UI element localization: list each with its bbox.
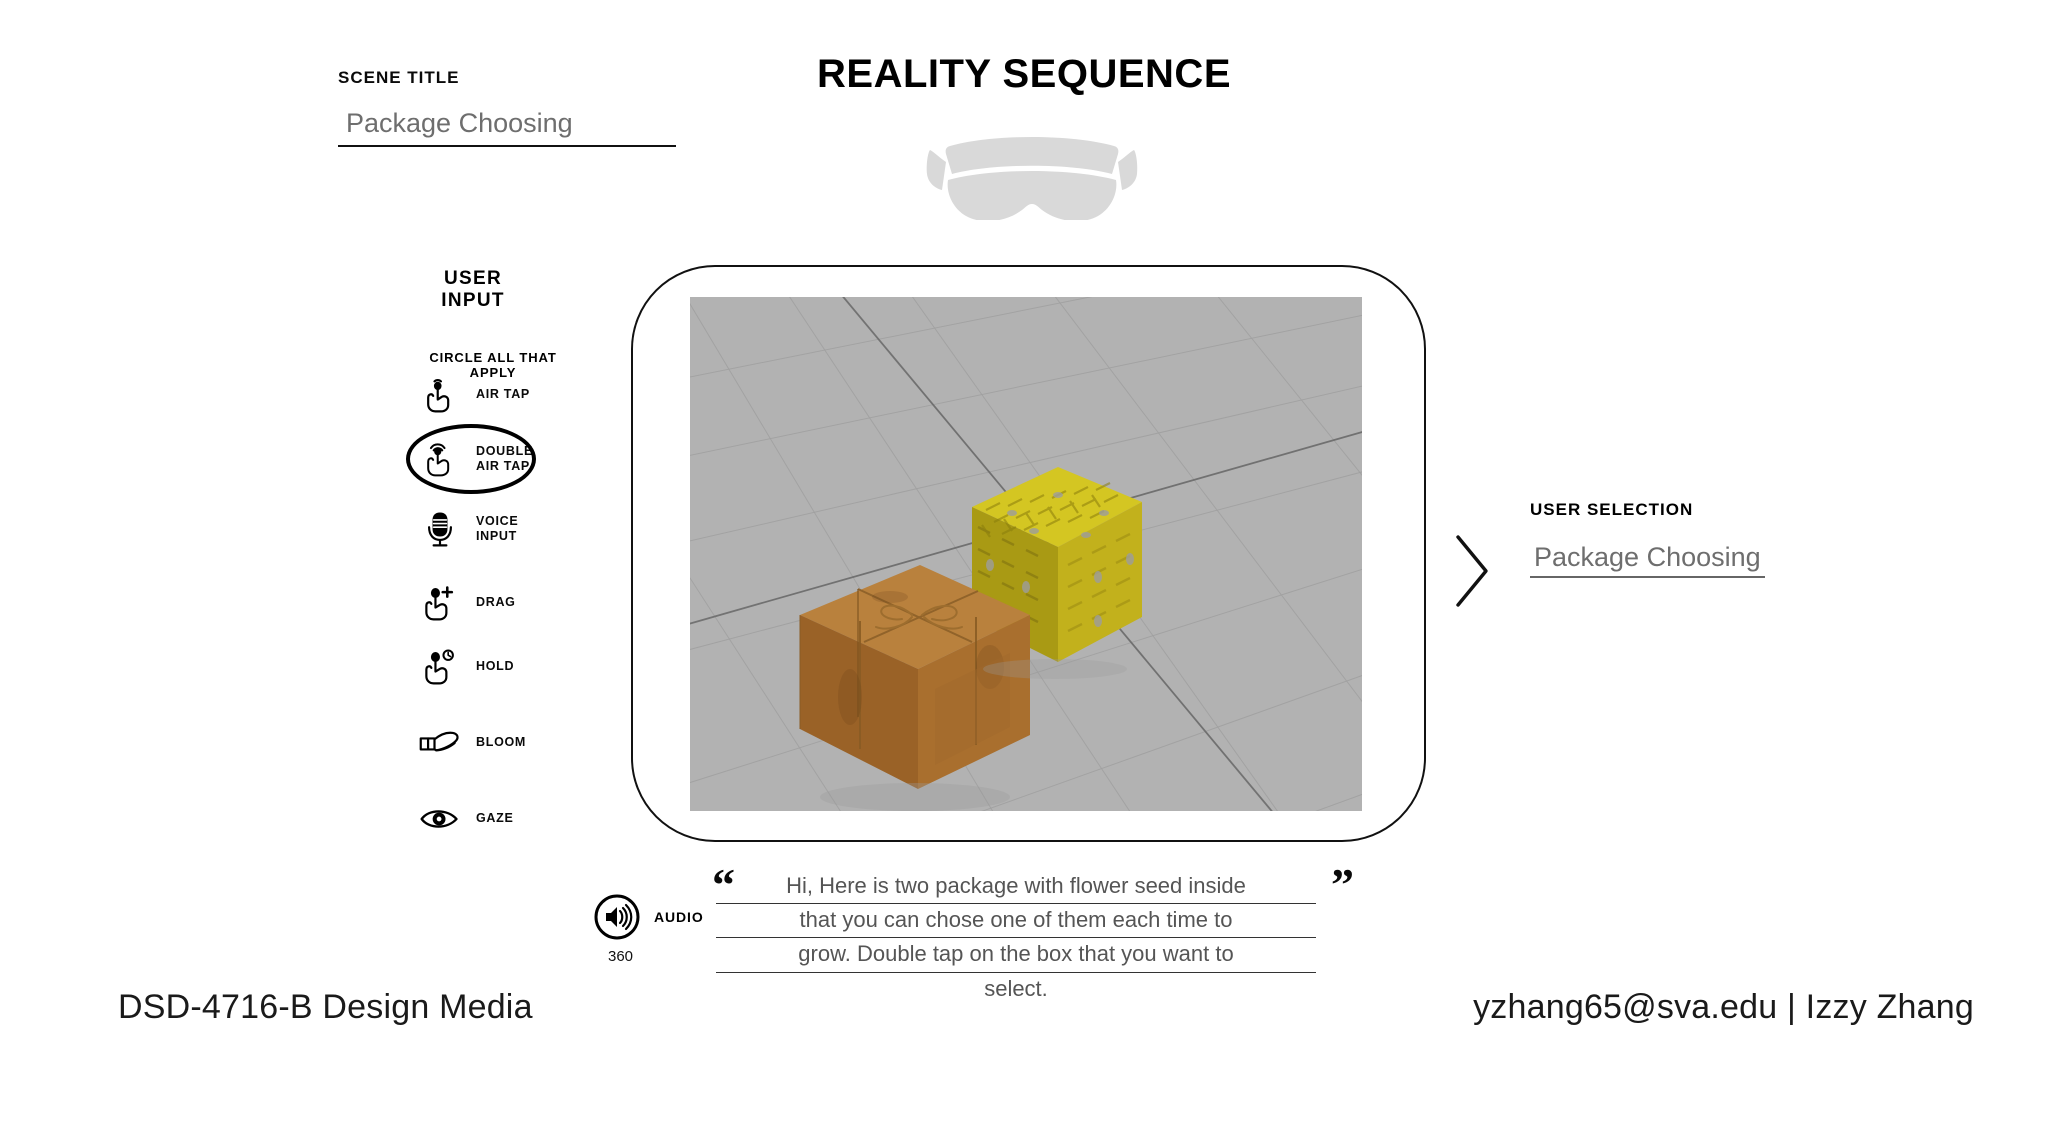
gesture-label: VOICE INPUT	[476, 514, 518, 545]
caption-line: select.	[984, 975, 1048, 1001]
gesture-label: DOUBLE AIR TAP	[476, 444, 533, 475]
open-quote-mark: “	[712, 859, 735, 910]
bloom-hand-icon	[418, 721, 462, 765]
audio-label: AUDIO	[654, 909, 704, 925]
audio-mode-label: 360	[608, 948, 634, 965]
gesture-label-line-1: DOUBLE	[476, 443, 533, 458]
page-title: REALITY SEQUENCE	[817, 52, 1231, 96]
double-air-tap-icon	[418, 437, 462, 481]
scene-title-block: SCENE TITLE Package Choosing	[338, 68, 688, 147]
gesture-option-air-tap[interactable]: AIR TAP	[418, 368, 688, 422]
brown-parcel-box	[799, 565, 1030, 789]
hold-icon	[418, 645, 462, 689]
scene-title-input[interactable]: Package Choosing	[338, 108, 676, 147]
gesture-label-line-2: INPUT	[476, 529, 517, 543]
scene-caption[interactable]: Hi, Here is two package with flower seed…	[716, 870, 1316, 1006]
ar-headset-icon	[912, 130, 1152, 222]
microphone-icon	[418, 507, 462, 551]
user-selection-block: USER SELECTION Package Choosing	[1530, 500, 1830, 578]
scene-title-label: SCENE TITLE	[338, 68, 460, 87]
user-input-instruction: CIRCLE ALL THAT APPLY	[429, 350, 557, 380]
audio-control[interactable]: AUDIO	[594, 894, 704, 940]
chevron-right-icon	[1452, 533, 1492, 609]
gesture-label: DRAG	[476, 595, 516, 610]
scene-preview-image[interactable]	[690, 297, 1362, 811]
gesture-option-drag[interactable]: DRAG	[418, 576, 688, 630]
gesture-label: HOLD	[476, 659, 515, 674]
gesture-option-voice-input[interactable]: VOICE INPUT	[418, 502, 688, 556]
caption-line: grow. Double tap on the box that you wan…	[716, 938, 1316, 973]
gesture-label-line-1: VOICE	[476, 513, 519, 528]
footer-course: DSD-4716-B Design Media	[118, 988, 533, 1026]
user-input-section: USER INPUT CIRCLE ALL THAT APPLY	[418, 268, 678, 380]
scene-floor-grid	[690, 297, 1362, 811]
gesture-option-hold[interactable]: HOLD	[418, 640, 688, 694]
gesture-label: AIR TAP	[476, 387, 530, 402]
gesture-option-bloom[interactable]: BLOOM	[418, 716, 688, 770]
gesture-option-gaze[interactable]: GAZE	[418, 792, 688, 846]
caption-line: Hi, Here is two package with flower seed…	[716, 870, 1316, 905]
close-quote-mark: ”	[1331, 859, 1354, 910]
user-selection-value[interactable]: Package Choosing	[1530, 542, 1765, 578]
user-input-label: USER INPUT	[441, 268, 505, 311]
speaker-icon[interactable]	[594, 894, 640, 940]
air-tap-icon	[418, 373, 462, 417]
footer-author: yzhang65@sva.edu | Izzy Zhang	[1473, 988, 1974, 1026]
gesture-label: GAZE	[476, 811, 514, 826]
drag-icon	[418, 581, 462, 625]
gesture-label-line-2: AIR TAP	[476, 459, 530, 473]
eye-gaze-icon	[418, 797, 462, 841]
caption-line: that you can chose one of them each time…	[716, 904, 1316, 939]
yellow-lattice-box	[972, 467, 1142, 662]
user-selection-label: USER SELECTION	[1530, 500, 1694, 519]
gesture-label: BLOOM	[476, 735, 527, 750]
